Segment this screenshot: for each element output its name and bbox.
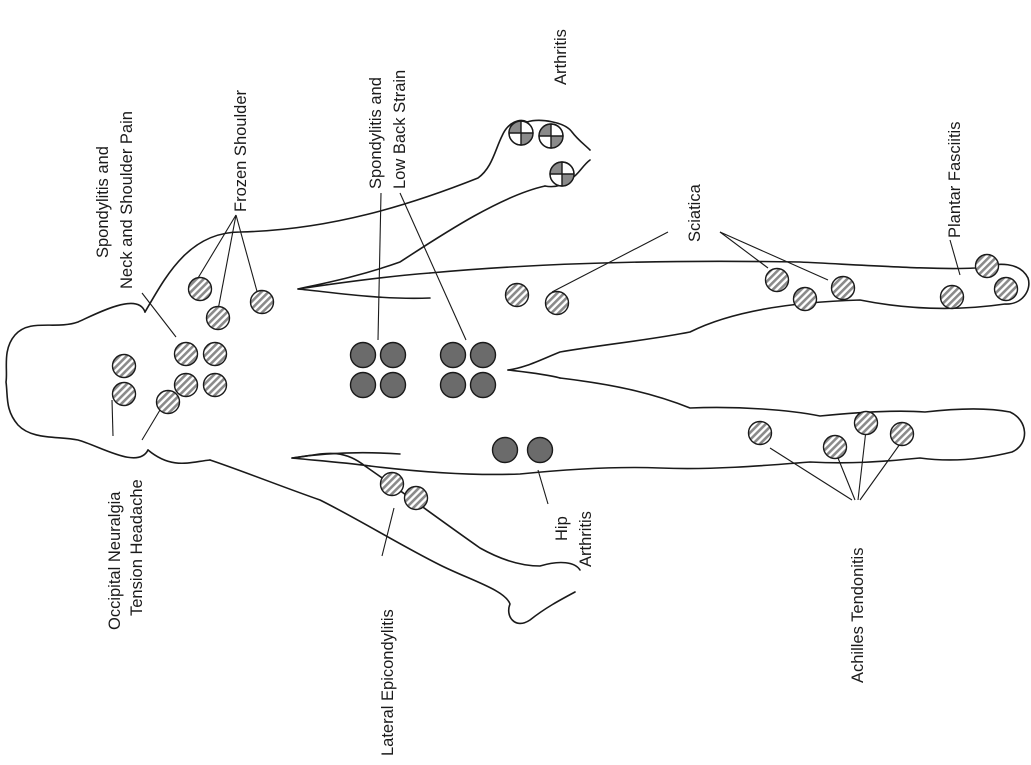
arm-inner-line <box>291 452 401 459</box>
marker-neck-1 <box>173 341 199 367</box>
leader-hip <box>537 469 549 505</box>
label-hip-2: Arthritis <box>577 511 595 567</box>
marker-arthritis-2 <box>538 123 564 149</box>
marker-achilles-3 <box>853 410 879 436</box>
leader-back-2 <box>399 192 467 341</box>
marker-sciatica-1 <box>504 282 530 308</box>
neck-shoulder-outline <box>147 449 211 465</box>
body-outline <box>5 119 1030 625</box>
head-outline <box>5 302 149 459</box>
label-spondylitis-back-2: Low Back Strain <box>391 70 409 189</box>
upper-arm-top-outline <box>144 119 528 313</box>
label-plantar-fasciitis: Plantar Fasciitis <box>946 122 964 238</box>
label-spondylitis-neck-2: Neck and Shoulder Pain <box>118 111 136 289</box>
marker-achilles-4 <box>889 421 915 447</box>
marker-back-5 <box>439 341 467 369</box>
marker-neck-3 <box>173 372 199 398</box>
marker-back-6 <box>469 341 497 369</box>
label-arthritis: Arthritis <box>552 29 570 85</box>
label-sciatica: Sciatica <box>686 183 704 242</box>
marker-neck-4 <box>202 372 228 398</box>
leader-plantar <box>949 239 961 276</box>
marker-plantar-3 <box>993 276 1019 302</box>
leader-back-1 <box>377 192 382 341</box>
marker-hip-2 <box>526 436 554 464</box>
upper-arm-bottom-outline <box>297 185 546 290</box>
solid-markers <box>349 341 554 464</box>
label-frozen-shoulder: Frozen Shoulder <box>232 90 250 212</box>
marker-arthritis-3 <box>549 161 575 187</box>
labels: Occipital Neuralgia Tension Headache Spo… <box>94 29 964 756</box>
marker-back-4 <box>379 371 407 399</box>
marker-neck-2 <box>202 341 228 367</box>
label-lateral-epicondylitis: Lateral Epicondylitis <box>379 609 397 756</box>
marker-back-2 <box>379 341 407 369</box>
marker-occipital-2 <box>111 381 137 407</box>
marker-tension-headache <box>155 389 181 415</box>
leader-spondylitis-neck <box>141 292 177 338</box>
lower-leg-outline <box>369 377 1026 476</box>
label-spondylitis-neck-1: Spondylitis and <box>94 146 112 258</box>
marker-back-3 <box>349 371 377 399</box>
label-spondylitis-back-1: Spondylitis and <box>367 77 385 189</box>
marker-occipital-1 <box>111 353 137 379</box>
leader-tension <box>141 409 161 441</box>
marker-sciatica-5 <box>830 275 856 301</box>
marker-lateral-2 <box>403 485 429 511</box>
leader-achilles-2 <box>837 457 856 501</box>
marker-back-8 <box>469 371 497 399</box>
label-achilles-tendonitis: Achilles Tendonitis <box>849 548 867 683</box>
label-hip-1: Hip <box>553 516 571 541</box>
leader-achilles-1 <box>769 447 853 501</box>
label-occipital-2: Tension Headache <box>128 479 146 616</box>
leader-sciatica-2 <box>719 231 769 269</box>
leader-lines <box>111 192 961 557</box>
marker-hip-1 <box>491 436 519 464</box>
leader-achilles-4 <box>859 443 901 501</box>
marker-back-1 <box>349 341 377 369</box>
leader-frozen-1 <box>194 214 237 284</box>
marker-arthritis-1 <box>508 120 534 146</box>
leader-occipital <box>111 399 114 437</box>
marker-achilles-2 <box>822 434 848 460</box>
marker-achilles-1 <box>747 420 773 446</box>
marker-plantar-1 <box>939 284 965 310</box>
marker-frozen-1 <box>187 276 213 302</box>
marker-sciatica-2 <box>544 290 570 316</box>
hatched-markers <box>111 253 1019 511</box>
leader-sciatica-1 <box>551 231 669 293</box>
marker-sciatica-3 <box>764 267 790 293</box>
leader-lateral <box>381 507 395 557</box>
upper-leg-outline <box>429 260 1030 371</box>
marker-frozen-2 <box>205 305 231 331</box>
label-occipital-1: Occipital Neuralgia <box>106 491 124 630</box>
crotch-outline <box>507 369 561 379</box>
leader-sciatica-3 <box>719 231 829 281</box>
marker-sciatica-4 <box>792 286 818 312</box>
leader-frozen-2 <box>217 214 237 311</box>
leader-achilles-3 <box>857 429 867 501</box>
marker-plantar-2 <box>974 253 1000 279</box>
marker-lateral-1 <box>379 471 405 497</box>
marker-frozen-3 <box>249 289 275 315</box>
marker-back-7 <box>439 371 467 399</box>
torso-top-line <box>297 288 431 300</box>
leader-frozen-3 <box>235 214 259 296</box>
quartered-markers <box>508 120 575 187</box>
